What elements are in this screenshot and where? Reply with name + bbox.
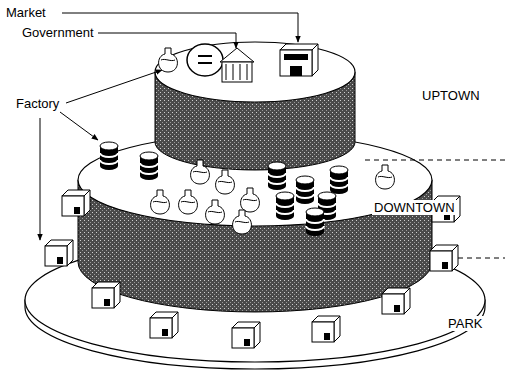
tier-label: DOWNTOWN bbox=[372, 200, 457, 215]
factory-icon bbox=[206, 200, 225, 224]
house-icon bbox=[430, 245, 458, 271]
tier-label: UPTOWN bbox=[420, 88, 482, 103]
uptown-top bbox=[155, 42, 355, 102]
leader-line bbox=[60, 112, 98, 140]
factory-icon bbox=[233, 210, 252, 234]
tier-divider bbox=[365, 160, 505, 161]
factory-icon bbox=[159, 48, 178, 72]
barrel-icon bbox=[268, 162, 286, 190]
leader-line bbox=[66, 70, 162, 103]
tier-label: PARK bbox=[446, 316, 484, 331]
factory-icon bbox=[179, 190, 198, 214]
factory-icon bbox=[191, 160, 210, 184]
part-label: Government bbox=[20, 25, 96, 40]
house-icon bbox=[312, 316, 340, 342]
barrel-icon bbox=[276, 192, 294, 220]
barrel-icon bbox=[296, 176, 314, 204]
government-building bbox=[220, 48, 254, 82]
part-label: Market bbox=[4, 5, 48, 20]
factory-icon bbox=[216, 170, 235, 194]
market-building bbox=[280, 44, 318, 76]
factory-icon bbox=[241, 188, 260, 212]
leader-line bbox=[98, 33, 236, 48]
leader-line bbox=[62, 13, 298, 42]
house-icon bbox=[62, 190, 90, 216]
barrel-icon bbox=[306, 208, 324, 236]
part-label: Factory bbox=[14, 96, 61, 111]
barrel-icon bbox=[100, 142, 118, 170]
house-icon bbox=[45, 240, 73, 266]
house-icon bbox=[150, 312, 178, 338]
coin-icon bbox=[187, 44, 223, 76]
barrel-icon bbox=[330, 166, 348, 194]
building-icons bbox=[45, 44, 460, 348]
barrel-icon bbox=[140, 152, 158, 180]
leader-line bbox=[40, 118, 41, 240]
house-icon bbox=[232, 322, 260, 348]
house-icon bbox=[382, 288, 410, 314]
factory-icon bbox=[151, 190, 170, 214]
factory-icon bbox=[376, 165, 395, 189]
house-icon bbox=[92, 282, 120, 308]
